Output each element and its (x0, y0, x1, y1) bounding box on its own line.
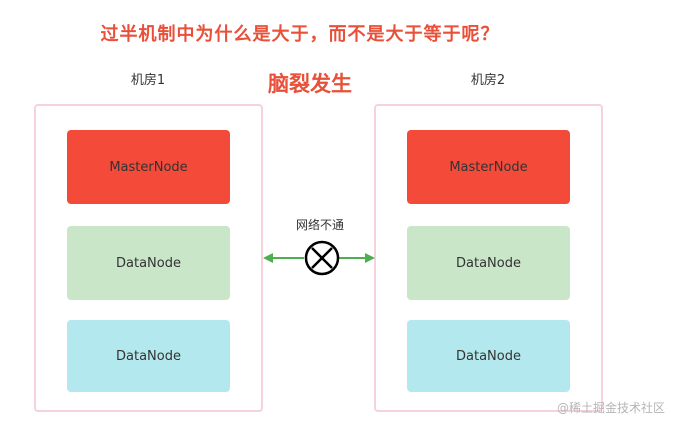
diagram-title: 过半机制中为什么是大于，而不是大于等于呢？ (100, 24, 500, 45)
room-1-data-node-2-label: DataNode (116, 348, 181, 364)
network-connector (263, 240, 375, 276)
room-1-label: 机房1 (130, 73, 166, 88)
room-1-master-node: MasterNode (67, 130, 230, 204)
room-2-master-node-label: MasterNode (449, 159, 528, 175)
room-1-data-node-1-label: DataNode (116, 255, 181, 271)
room-2-data-node-1: DataNode (407, 226, 570, 300)
room-2-data-node-1-label: DataNode (456, 255, 521, 271)
room-1-master-node-label: MasterNode (109, 159, 188, 175)
connection-arrow (263, 253, 375, 263)
room-2-master-node: MasterNode (407, 130, 570, 204)
room-1-data-node-1: DataNode (67, 226, 230, 300)
watermark: @稀土掘金技术社区 (556, 401, 665, 415)
broken-link-icon (304, 240, 340, 276)
room-2-data-node-2-label: DataNode (456, 348, 521, 364)
network-label: 网络不通 (295, 218, 344, 232)
room-1-box (34, 104, 263, 412)
room-1-data-node-2: DataNode (67, 320, 230, 392)
room-2-data-node-2: DataNode (407, 320, 570, 392)
room-2-label: 机房2 (470, 73, 506, 88)
diagram-subtitle: 脑裂发生 (268, 72, 352, 96)
